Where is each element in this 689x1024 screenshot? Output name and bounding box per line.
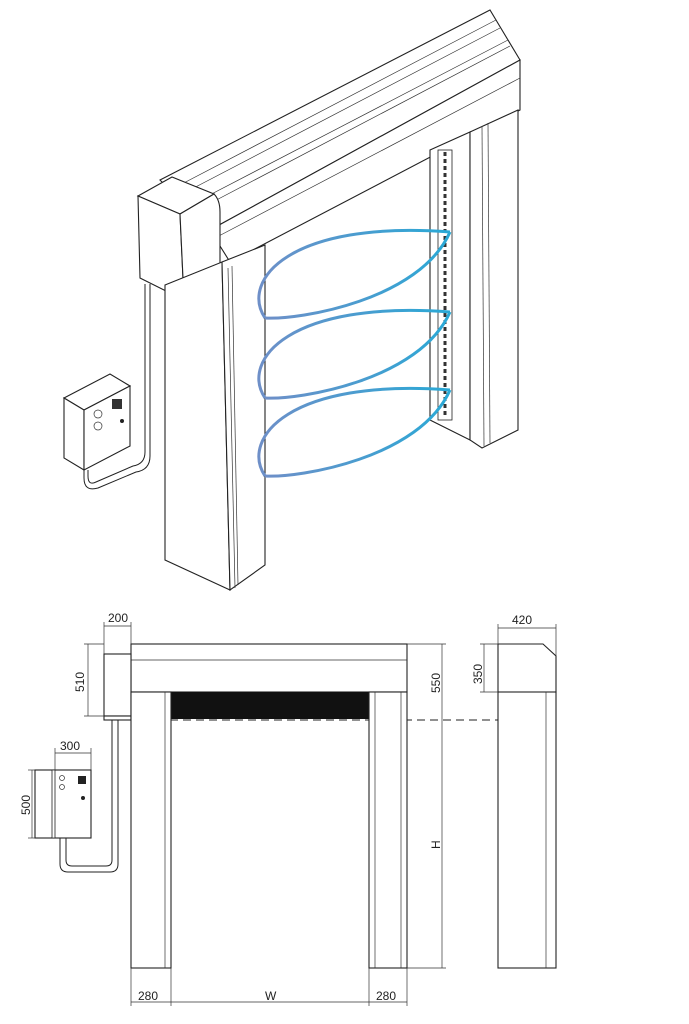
cable-iso [87, 284, 146, 484]
front-header [130, 643, 408, 693]
arrow-middle [257, 309, 451, 399]
isometric-view [62, 9, 521, 592]
dim-side-header-height: 350 [471, 664, 485, 684]
dim-height: H [429, 840, 443, 849]
dim-left-post: 280 [138, 989, 158, 1003]
arrow-bottom [257, 387, 451, 477]
dim-box-width: 300 [60, 739, 80, 753]
arrow-top [257, 229, 451, 319]
dim-side-depth: 420 [512, 613, 532, 627]
dim-total-header-height: 550 [429, 673, 443, 693]
left-post [164, 244, 266, 592]
dim-width: W [265, 989, 277, 1003]
header-beam [159, 9, 521, 263]
right-post [429, 109, 519, 449]
front-elevation [34, 643, 560, 969]
front-motor-box [103, 653, 132, 717]
motor-housing [136, 176, 221, 301]
curtain-black [171, 692, 369, 719]
side-header [497, 643, 557, 693]
dim-header-width: 200 [108, 611, 128, 625]
front-left-post [130, 691, 172, 969]
dimensions: 200 510 300 500 550 H 420 350 [19, 611, 557, 1006]
opening-arrows [257, 229, 452, 478]
control-box-iso [62, 373, 132, 471]
side-post [497, 691, 557, 969]
dim-header-height: 510 [73, 672, 87, 692]
dim-box-height: 500 [19, 795, 33, 815]
side-elevation [497, 643, 557, 969]
dim-right-post: 280 [376, 989, 396, 1003]
